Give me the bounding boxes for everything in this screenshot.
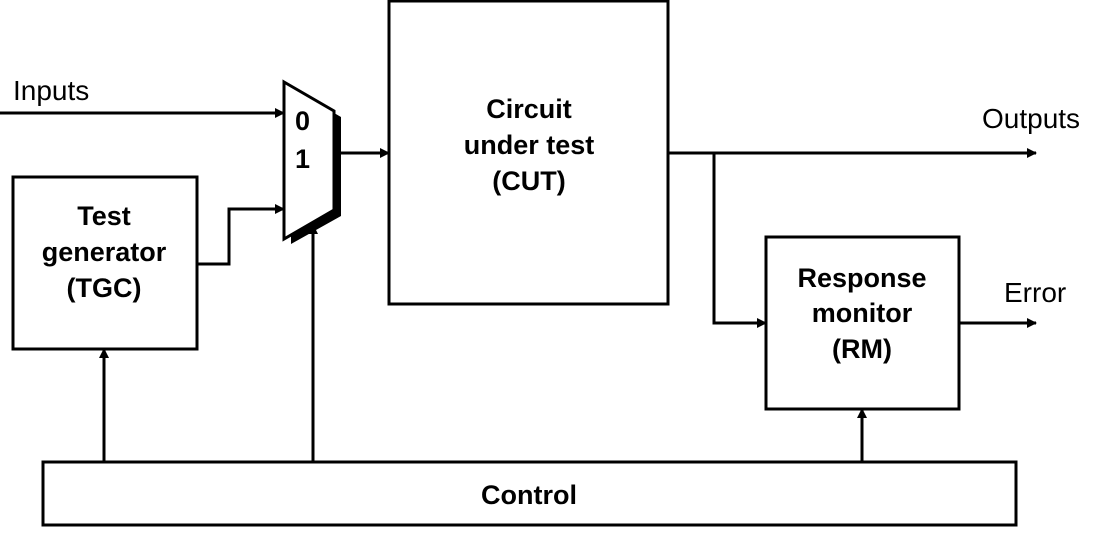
control-label: Control	[481, 480, 577, 510]
mux-input-0-label: 0	[295, 106, 310, 136]
mux-input-1-label: 1	[295, 144, 310, 174]
cut-label-line2: under test	[464, 130, 595, 160]
rm-label-line3: (RM)	[832, 334, 892, 364]
cut-label-line1: Circuit	[486, 94, 572, 124]
circuit-under-test-block	[387, 0, 670, 306]
test-generator-block	[11, 175, 199, 351]
tgc-to-mux-wire	[197, 204, 285, 266]
cut-to-rm-wire	[712, 153, 767, 328]
control-block	[41, 460, 1018, 527]
tgc-label-line1: Test	[77, 201, 131, 231]
cut-label-line3: (CUT)	[492, 166, 565, 196]
rm-label-line1: Response	[797, 263, 926, 293]
tgc-label-line3: (TGC)	[67, 273, 142, 303]
rm-label-line2: monitor	[812, 298, 913, 328]
inputs-label: Inputs	[13, 75, 89, 106]
outputs-label: Outputs	[982, 103, 1080, 134]
tgc-label-line2: generator	[42, 237, 167, 267]
error-label: Error	[1004, 277, 1066, 308]
multiplexer	[282, 79, 336, 242]
